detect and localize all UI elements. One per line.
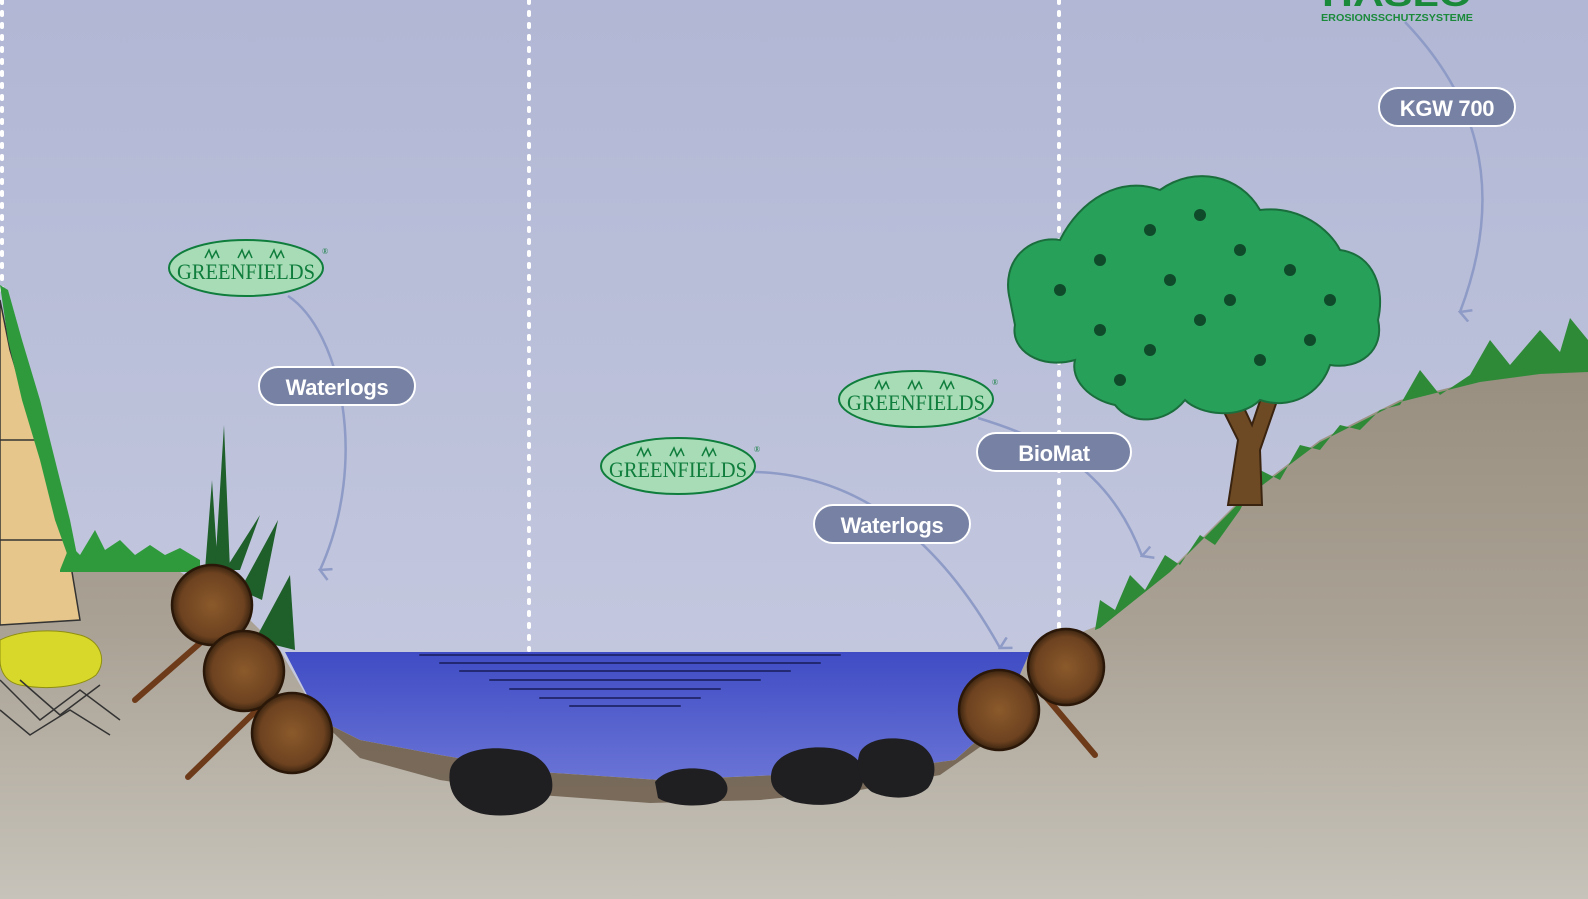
label-biomat: BioMat xyxy=(976,432,1132,472)
label-kgw700: KGW 700 xyxy=(1378,87,1516,127)
svg-text:GREENFIELDS: GREENFIELDS xyxy=(177,259,315,284)
haslo-logo: HASLO EROSIONSSCHUTZSYSTEME xyxy=(1321,0,1473,24)
left-reeds xyxy=(205,425,295,650)
label-waterlogs-left: Waterlogs xyxy=(258,366,416,406)
water-ripples xyxy=(419,654,841,707)
label-waterlogs-center: Waterlogs xyxy=(813,504,971,544)
left-shrub xyxy=(0,630,102,689)
right-waterlogs xyxy=(957,627,1106,752)
svg-text:EROSIONSSCHUTZSYSTEME: EROSIONSSCHUTZSYSTEME xyxy=(1321,13,1473,24)
right-grass xyxy=(1095,318,1588,630)
svg-text:®: ® xyxy=(754,445,760,454)
greenfields-logo-1: GREENFIELDS ® xyxy=(168,239,328,297)
svg-text:GREENFIELDS: GREENFIELDS xyxy=(609,457,747,482)
left-netting xyxy=(0,679,121,736)
arrow-kgw xyxy=(1404,21,1484,312)
water xyxy=(285,652,1030,780)
greenfields-logo-2: GREENFIELDS ® xyxy=(600,437,760,495)
svg-text:HASLO: HASLO xyxy=(1322,0,1472,14)
left-grass-top xyxy=(60,530,200,572)
grass-tuft-icon xyxy=(874,379,955,391)
grass-tuft-icon xyxy=(204,248,285,260)
svg-text:GREENFIELDS: GREENFIELDS xyxy=(847,390,985,415)
rocks xyxy=(449,738,935,816)
left-grass-strip xyxy=(0,285,78,562)
svg-text:®: ® xyxy=(322,247,328,256)
grass-tuft-icon xyxy=(636,446,717,458)
left-waterlogs xyxy=(170,563,334,775)
tree xyxy=(1007,175,1382,506)
svg-text:®: ® xyxy=(992,378,998,387)
greenfields-logo-3: GREENFIELDS ® xyxy=(838,370,998,428)
